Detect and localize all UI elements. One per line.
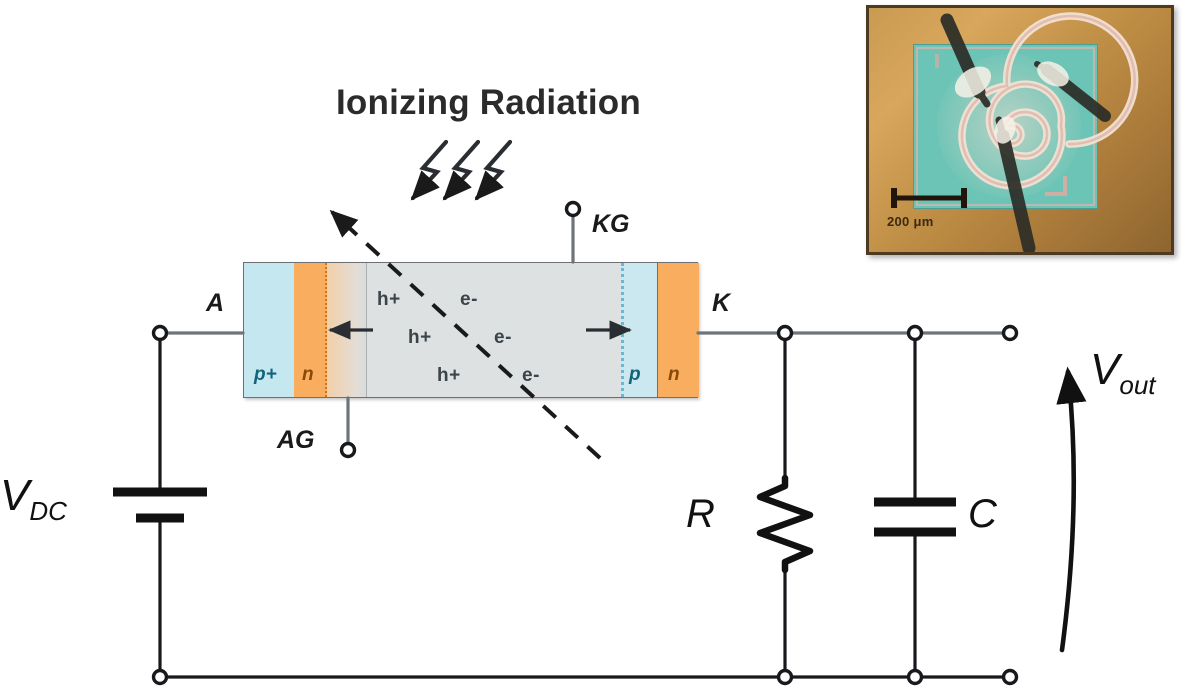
capacitor-symbol: [874, 497, 956, 537]
terminal-label-anode: A: [206, 289, 225, 317]
terminal-label-anode-gate: AG: [277, 426, 315, 454]
device-layer-bulk: [367, 263, 621, 397]
carrier-label-hole-1: h+: [377, 289, 401, 310]
terminal-label-cathode: K: [712, 289, 731, 317]
carrier-label-electron-2: e-: [494, 327, 512, 348]
micrograph-overlay: [891, 12, 1139, 252]
region-label-n-right: n: [668, 364, 680, 385]
carrier-label-hole-2: h+: [408, 327, 432, 348]
region-label-p-right: p: [629, 364, 641, 385]
device-layer-n-left: [294, 263, 327, 397]
output-voltage-label: Vout: [1090, 345, 1156, 400]
region-label-n-left: n: [302, 364, 314, 385]
circuit-nodes: [151, 200, 1019, 686]
carrier-label-electron-1: e-: [460, 289, 478, 310]
particle-track-dashed: [329, 209, 602, 460]
device-layer-n-right: [657, 263, 699, 397]
carrier-label-electron-3: e-: [522, 365, 540, 386]
radiation-arrows: [410, 139, 513, 201]
scale-bar-label: 200 μm: [887, 214, 934, 229]
capacitor-label: C: [968, 492, 997, 536]
device-micrograph-inset: 200 μm: [866, 5, 1174, 255]
resistor-symbol: [756, 474, 814, 574]
resistor-label: R: [686, 492, 715, 536]
terminal-label-cathode-gate: KG: [592, 210, 630, 238]
vout-arrow: [1056, 366, 1087, 653]
device-layer-p-plus: [244, 263, 294, 397]
battery-symbol: [113, 487, 207, 523]
region-label-p-plus: p+: [254, 364, 277, 385]
scale-bar: [891, 188, 967, 208]
page-title: Ionizing Radiation: [336, 83, 641, 122]
carrier-label-hole-3: h+: [437, 365, 461, 386]
voltage-source-label: VDC: [0, 471, 67, 526]
